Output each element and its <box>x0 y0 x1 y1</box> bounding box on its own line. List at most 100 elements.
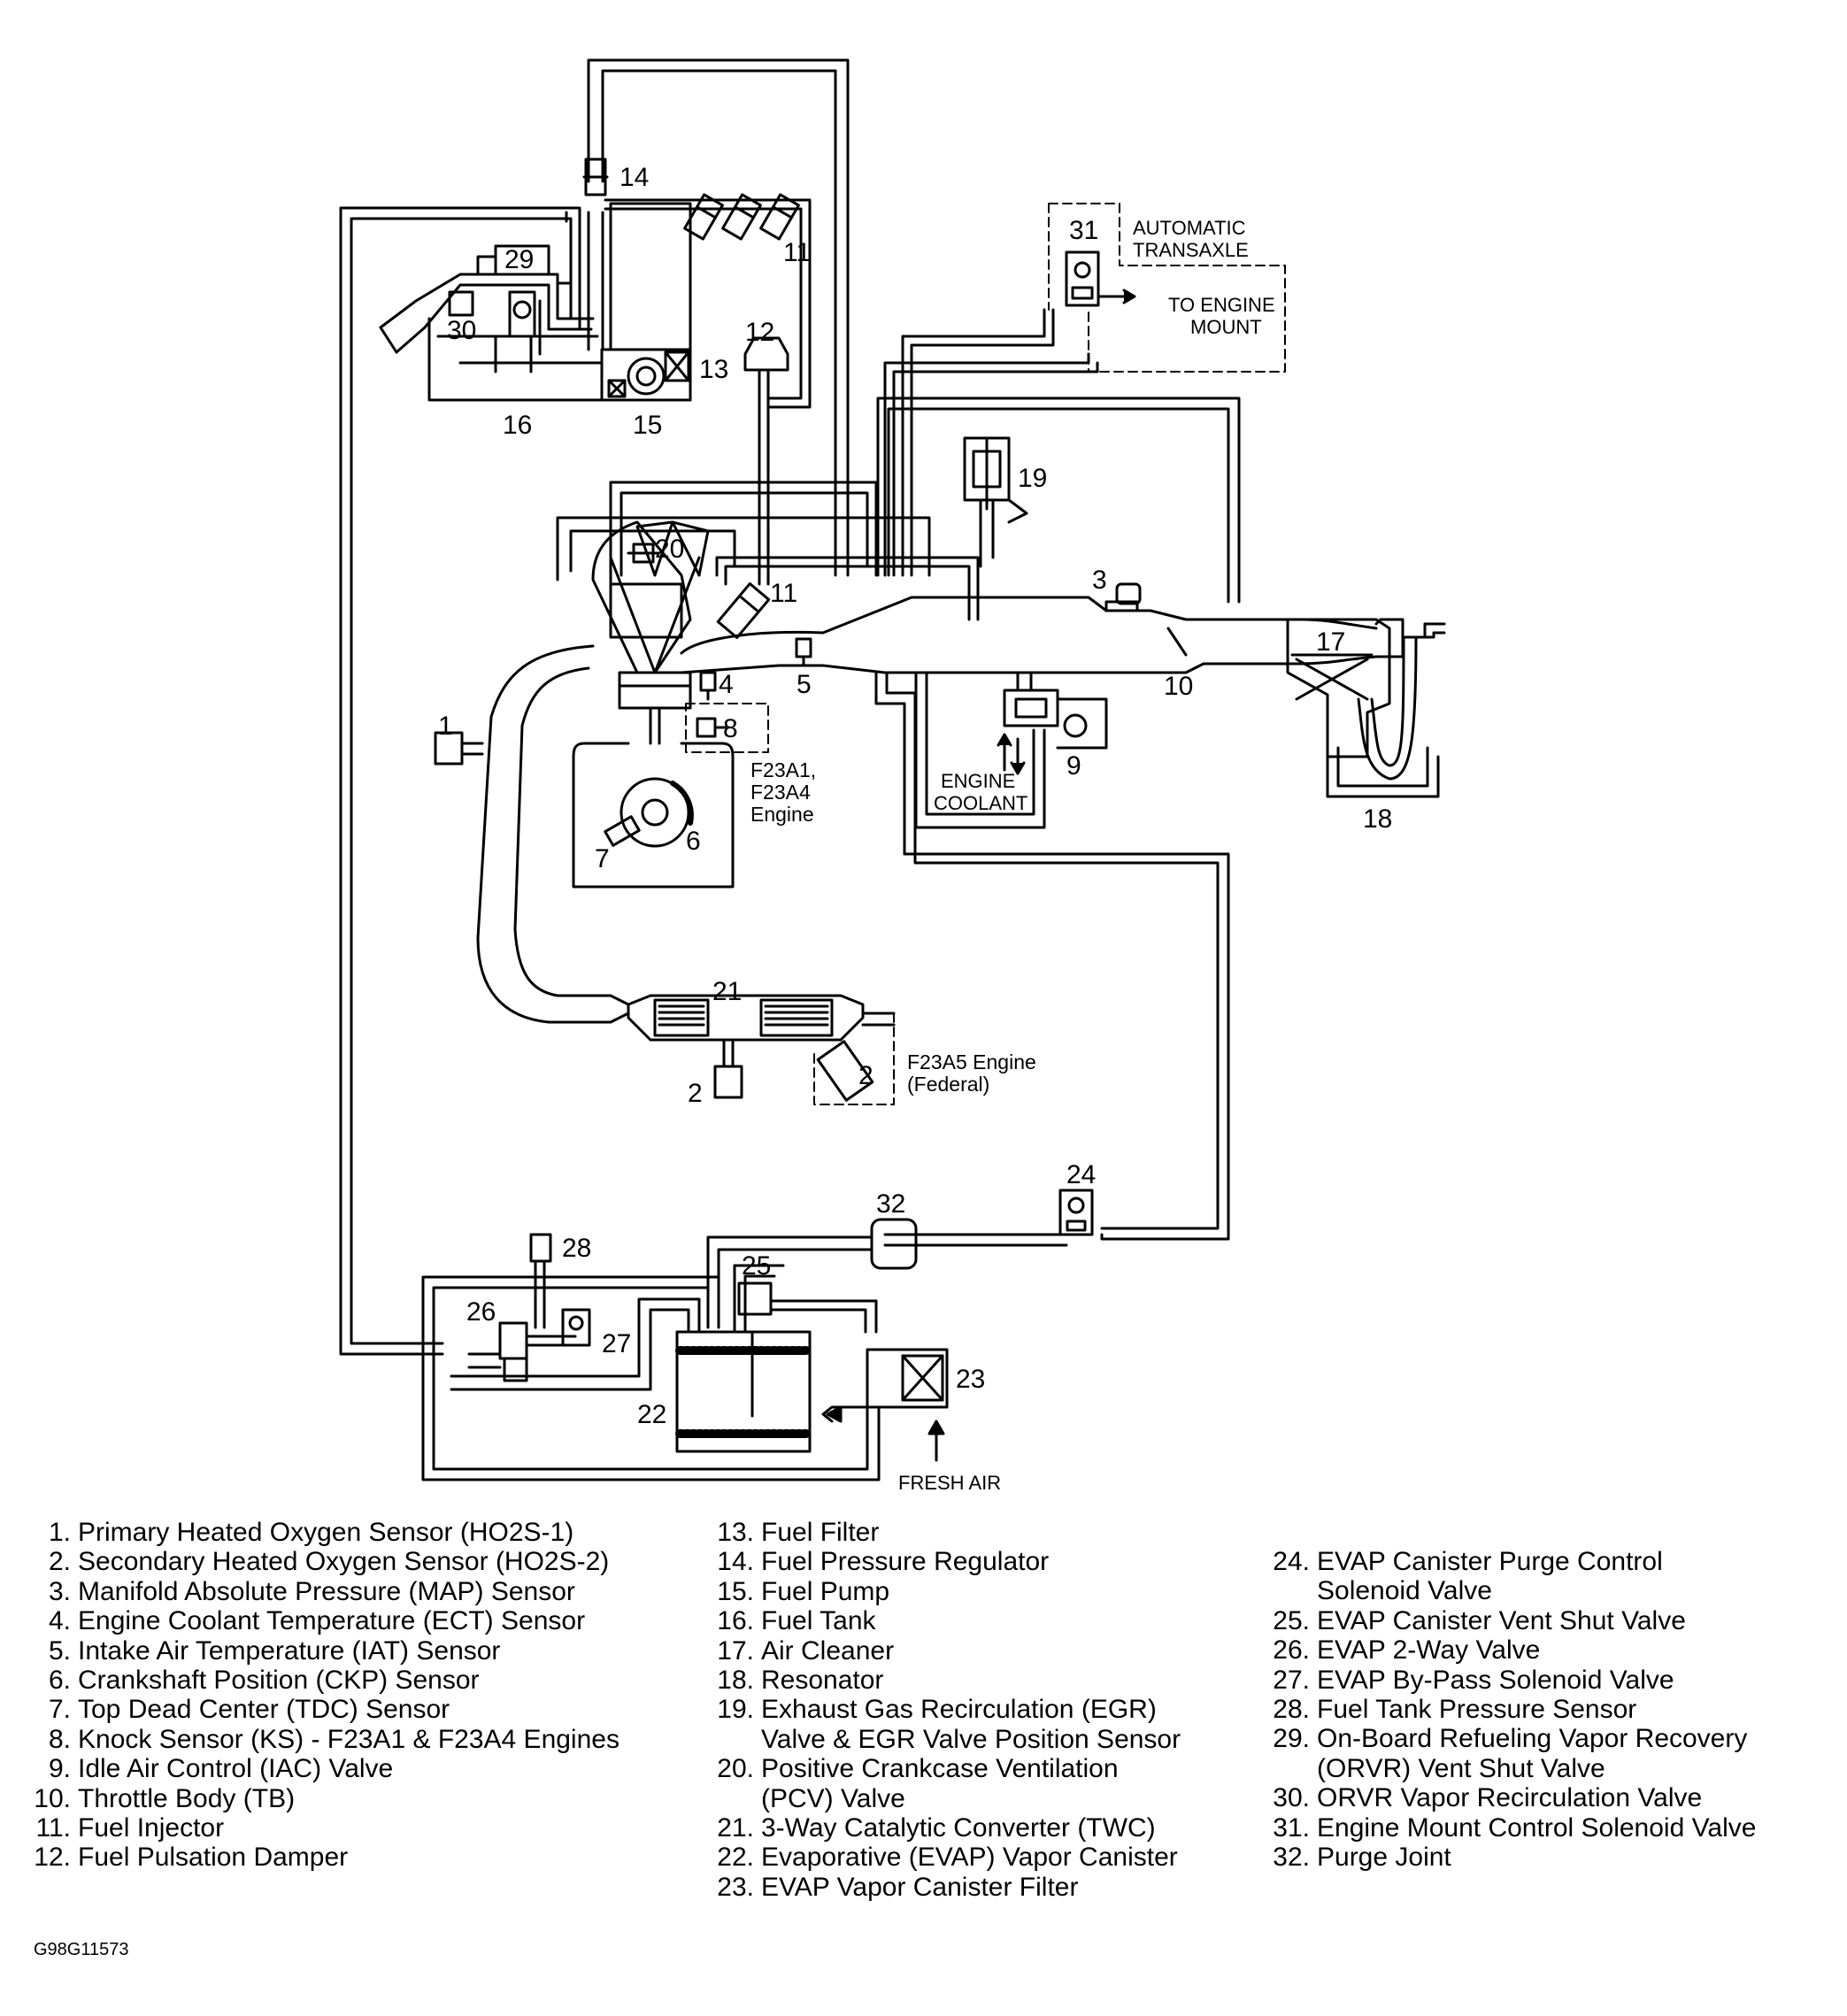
intake-duct <box>680 582 1404 674</box>
callout-10: 10 <box>1164 672 1193 701</box>
legend-item-13: 13.Fuel Filter <box>717 1518 880 1547</box>
label-to-engine: TO ENGINE <box>1168 294 1275 316</box>
callout-24: 24 <box>1066 1160 1096 1189</box>
resonator <box>1326 622 1446 798</box>
exhaust-pipe <box>476 644 630 1024</box>
callout-12: 12 <box>745 318 774 347</box>
legend-item-7: 7.Top Dead Center (TDC) Sensor <box>48 1695 450 1725</box>
label-engine-coolant-1: ENGINE <box>941 770 1015 792</box>
legend-item-27: 27.EVAP By-Pass Solenoid Valve <box>1273 1665 1674 1695</box>
callout-13: 13 <box>699 355 728 384</box>
legend-column-2: 13.Fuel Filter 14.Fuel Pressure Regulato… <box>0 1518 1181 1902</box>
evap-canister-filter <box>421 1275 949 1481</box>
knock-dashed-box <box>685 703 769 753</box>
label-engine: Engine <box>750 803 814 826</box>
secondary-ho2s-b <box>816 1040 874 1102</box>
fuel-pulsation-damper <box>743 336 789 586</box>
callout-3: 3 <box>1092 566 1107 595</box>
engine-block <box>572 742 735 889</box>
callout-2b: 2 <box>858 1061 873 1090</box>
label-f23a5: F23A5 Engine <box>907 1050 1036 1073</box>
label-fresh-air: FRESH AIR <box>898 1472 1001 1494</box>
ect-sensor <box>699 671 717 701</box>
label-automatic: AUTOMATIC <box>1133 217 1246 239</box>
label-f23a1: F23A1, <box>750 758 816 781</box>
legend-item-11: 11.Fuel Injector <box>35 1813 225 1843</box>
purge-line <box>874 671 1230 1241</box>
callout-17: 17 <box>1316 627 1345 657</box>
legend-column-1: 1.Primary Heated Oxygen Sensor (HO2S-1) … <box>0 1518 620 1873</box>
callout-27: 27 <box>602 1329 631 1358</box>
fuel-tank-pressure-sensor <box>529 1233 552 1329</box>
callout-11b: 11 <box>770 579 797 608</box>
engine-mount-solenoid <box>1065 250 1136 307</box>
legend-item-8: 8.Knock Sensor (KS) - F23A1 & F23A4 Engi… <box>48 1724 620 1754</box>
legend-item-2: 2.Secondary Heated Oxygen Sensor (HO2S-2… <box>48 1547 610 1577</box>
callout-11a: 11 <box>783 238 811 267</box>
legend-item-6: 6.Crankshaft Position (CKP) Sensor <box>48 1666 480 1696</box>
throttle-plate <box>1166 627 1188 657</box>
evap-2way-valve <box>498 1321 577 1382</box>
callout-1: 1 <box>438 712 453 741</box>
legend-item-12: 12.Fuel Pulsation Damper <box>34 1843 349 1873</box>
iac-valve <box>997 671 1108 775</box>
legend-item-10: 10.Throttle Body (TB) <box>34 1783 296 1813</box>
egr-valve <box>963 436 1028 568</box>
callout-15: 15 <box>633 411 662 440</box>
vacuum-lines-engine-top <box>556 308 1241 621</box>
purge-joint <box>870 1218 918 1270</box>
label-federal: (Federal) <box>907 1073 989 1096</box>
callout-16: 16 <box>503 411 532 440</box>
callout-18: 18 <box>1363 804 1392 834</box>
legend-item-23: 23.EVAP Vapor Canister Filter <box>717 1872 1079 1902</box>
callout-25: 25 <box>742 1251 771 1281</box>
evap-vent-shut-valve <box>733 1264 878 1334</box>
callout-14: 14 <box>620 163 649 192</box>
primary-ho2s <box>434 731 484 766</box>
legend-item-15: 15.Fuel Pump <box>717 1576 890 1606</box>
callout-32: 32 <box>876 1189 905 1219</box>
knock-sensor <box>696 717 727 738</box>
callout-19: 19 <box>1018 464 1047 493</box>
callout-21: 21 <box>712 977 742 1006</box>
callout-8: 8 <box>723 714 738 743</box>
callout-28: 28 <box>562 1234 591 1263</box>
fuel-injectors-top <box>604 193 812 409</box>
canister-inlet-line <box>706 1235 873 1329</box>
callout-29: 29 <box>504 245 534 274</box>
label-f23a4: F23A4 <box>750 781 811 804</box>
legend-item-28: 28.Fuel Tank Pressure Sensor <box>1273 1695 1637 1725</box>
engine-control-system-diagram: 1 2 2 3 4 5 6 7 8 9 10 11 11 12 13 14 15… <box>339 58 1446 1494</box>
evap-canister <box>450 1297 812 1453</box>
air-cleaner <box>1286 618 1391 758</box>
fuel-tank <box>427 202 692 402</box>
evap-bypass-solenoid <box>561 1308 591 1347</box>
iat-sensor <box>795 637 812 667</box>
ho2s-dashed-box <box>813 1012 895 1105</box>
legend-item-30: 30.ORVR Vapor Recirculation Valve <box>1273 1783 1703 1813</box>
legend-item-29: 29.On-Board Refueling Vapor Recovery(ORV… <box>1273 1724 1748 1783</box>
label-transaxle: TRANSAXLE <box>1133 239 1249 261</box>
legend-item-3: 3.Manifold Absolute Pressure (MAP) Senso… <box>48 1576 575 1606</box>
fuel-supply-line <box>587 58 850 577</box>
legend-item-25: 25.EVAP Canister Vent Shut Valve <box>1273 1605 1686 1635</box>
fuel-pressure-regulator <box>582 158 609 196</box>
legend-item-20: 20.Positive Crankcase Ventilation(PCV) V… <box>717 1754 1119 1813</box>
callout-31: 31 <box>1069 216 1098 245</box>
legend-item-18: 18.Resonator <box>717 1666 884 1696</box>
label-mount: MOUNT <box>1190 316 1262 338</box>
callout-4: 4 <box>719 670 734 699</box>
legend-item-14: 14.Fuel Pressure Regulator <box>717 1547 1050 1577</box>
callout-30: 30 <box>447 316 476 345</box>
figure-code: G98G11573 <box>34 1940 129 1959</box>
catalytic-converter <box>627 994 896 1042</box>
label-engine-coolant-2: COOLANT <box>934 792 1027 814</box>
legend-item-17: 17.Air Cleaner <box>717 1635 895 1666</box>
legend-item-1: 1.Primary Heated Oxygen Sensor (HO2S-1) <box>48 1518 574 1547</box>
callout-6: 6 <box>686 827 701 856</box>
canister-tank-lines <box>467 1352 502 1369</box>
legend-item-9: 9.Idle Air Control (IAC) Valve <box>48 1754 394 1784</box>
callout-9: 9 <box>1066 751 1081 781</box>
